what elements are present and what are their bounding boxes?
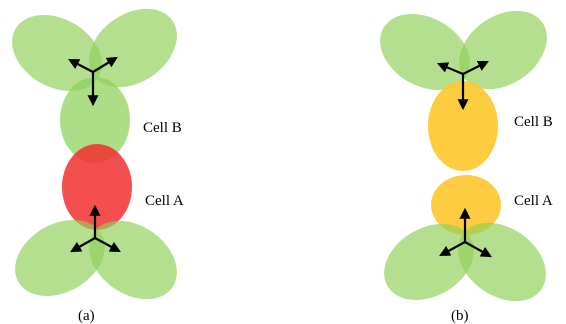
bottom-left-lobe	[15, 220, 105, 296]
top-left-lobe	[12, 15, 102, 91]
panel-caption: (b)	[451, 308, 469, 324]
cell-b	[428, 81, 498, 171]
three-way-arrow-icon	[70, 204, 121, 253]
bottom-left-lobe	[384, 224, 474, 300]
cell-a	[431, 175, 501, 235]
top-right-lobe	[89, 8, 177, 88]
cell-a	[62, 144, 132, 230]
bottom-right-lobe	[458, 222, 546, 302]
panel-a: Cell B Cell A (a)	[12, 8, 184, 324]
three-way-arrow-icon	[436, 61, 489, 111]
cell-b-label: Cell B	[143, 120, 182, 136]
cell-b	[60, 77, 130, 163]
cell-b-label: Cell B	[514, 114, 553, 130]
cell-a-label: Cell A	[514, 193, 553, 209]
panel-b: Cell B Cell A (b)	[380, 10, 553, 324]
bottom-right-lobe	[89, 220, 177, 300]
cell-a-label: Cell A	[145, 193, 184, 209]
three-way-arrow-icon	[439, 207, 492, 258]
three-way-arrow-icon	[68, 56, 118, 107]
panel-caption: (a)	[78, 308, 95, 324]
